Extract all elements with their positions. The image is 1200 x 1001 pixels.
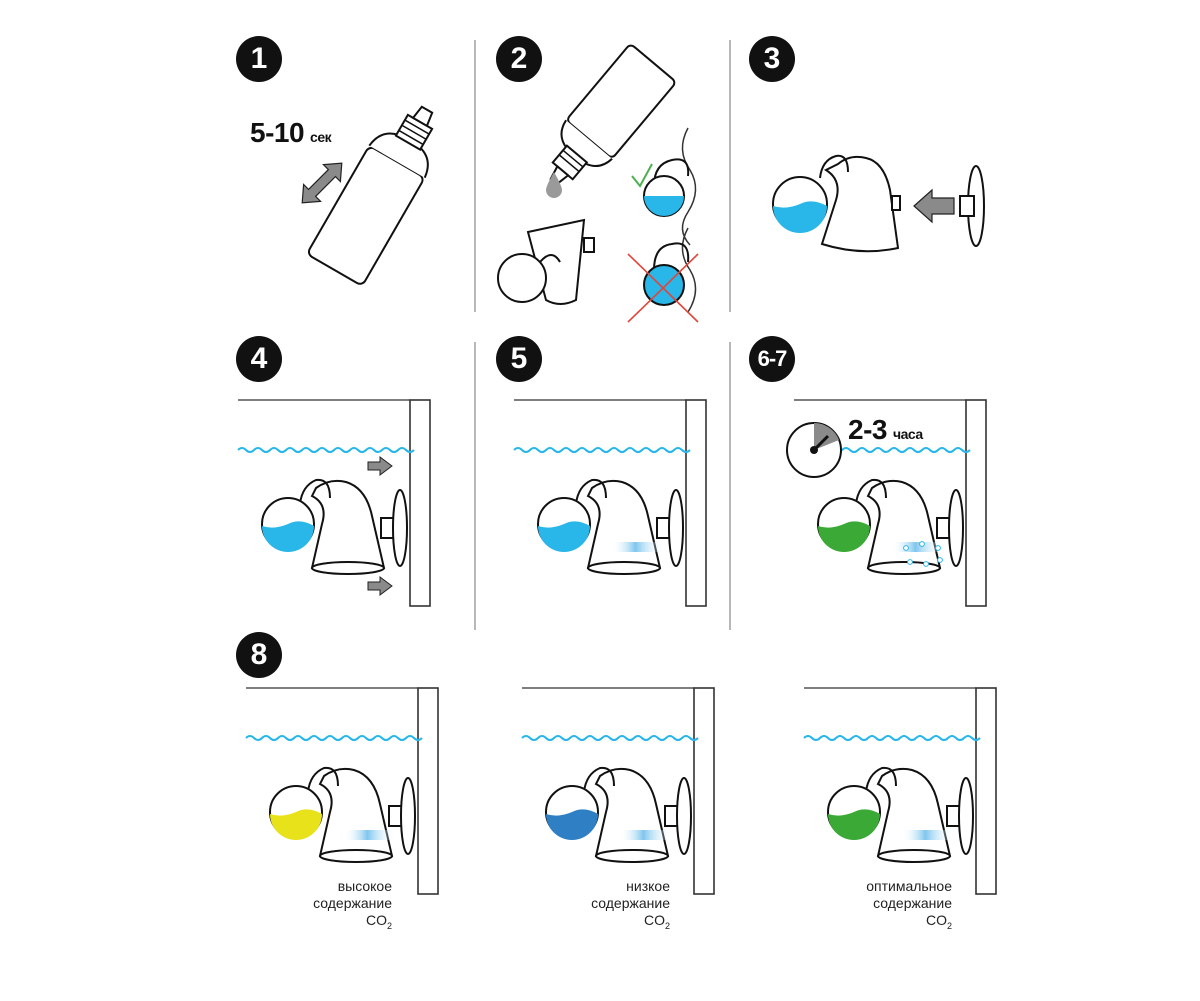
aquarium-glass — [685, 399, 707, 607]
step-badge-1: 1 — [236, 36, 282, 82]
panel-dividers — [474, 40, 731, 630]
caption-low-co2: низкое содержание CO2 — [591, 878, 670, 931]
light-beam — [902, 830, 954, 840]
check-icon — [631, 163, 653, 188]
co2-checker-icon — [261, 478, 386, 575]
light-beam — [620, 830, 672, 840]
suction-cup-icon — [946, 777, 974, 855]
drop-icon — [546, 172, 562, 198]
step-badge-4: 4 — [236, 336, 282, 382]
checker-icon — [772, 154, 901, 253]
step-badge-2: 2 — [496, 36, 542, 82]
panel-8-high-co2 — [245, 687, 439, 895]
aquarium-glass — [417, 687, 439, 895]
panel-4-place-in-aquarium — [237, 399, 431, 607]
empty-checker-icon — [497, 218, 595, 305]
aquarium-glass — [409, 399, 431, 607]
suction-cup-icon — [380, 489, 408, 567]
co2-checker-icon — [817, 478, 942, 575]
co2-checker-icon — [269, 766, 394, 863]
direction-arrow-icon — [367, 456, 393, 476]
bottle-icon — [307, 105, 434, 285]
aquarium-glass — [975, 687, 997, 895]
dropper-bottle-icon — [549, 44, 676, 186]
direction-arrow-icon — [367, 576, 393, 596]
timer-icon — [786, 422, 842, 478]
step-badge-3: 3 — [749, 36, 795, 82]
co2-checker-icon — [537, 478, 662, 575]
panel-2-fill-checker — [497, 44, 699, 323]
cross-icon — [627, 253, 699, 323]
panel-1-shake-bottle — [301, 105, 434, 285]
correct-placement-icon — [631, 127, 697, 246]
step-badge-8: 8 — [236, 632, 282, 678]
step-badge-5: 5 — [496, 336, 542, 382]
aquarium-glass — [693, 687, 715, 895]
panel-6-7-wait — [793, 399, 987, 607]
bubble — [907, 559, 913, 565]
suction-cup-icon — [664, 777, 692, 855]
bubble — [903, 545, 909, 551]
light-beam — [344, 830, 396, 840]
co2-checker-icon — [545, 766, 670, 863]
wrong-placement-icon — [627, 227, 699, 323]
bubble — [935, 545, 941, 551]
shake-arrow-icon — [301, 162, 343, 204]
push-arrow-icon — [913, 188, 955, 224]
panel-8-low-co2 — [521, 687, 715, 895]
step-badge-6-7: 6-7 — [749, 336, 795, 382]
light-beam — [612, 542, 664, 552]
suction-cup-icon — [388, 777, 416, 855]
bubble — [919, 541, 925, 547]
panel-8-optimal-co2 — [803, 687, 997, 895]
panel-5-light-beam — [513, 399, 707, 607]
light-beam — [892, 542, 944, 552]
caption-high-co2: высокое содержание CO2 — [313, 878, 392, 931]
panel-3-attach-cup — [772, 154, 985, 253]
suction-cup-icon — [656, 489, 684, 567]
aquarium-glass — [965, 399, 987, 607]
suction-cup-icon — [959, 165, 985, 247]
caption-optimal-co2: оптимальное содержание CO2 — [866, 878, 952, 931]
bubble — [923, 561, 929, 567]
bubble — [937, 557, 943, 563]
suction-cup-icon — [936, 489, 964, 567]
co2-checker-icon — [827, 766, 952, 863]
